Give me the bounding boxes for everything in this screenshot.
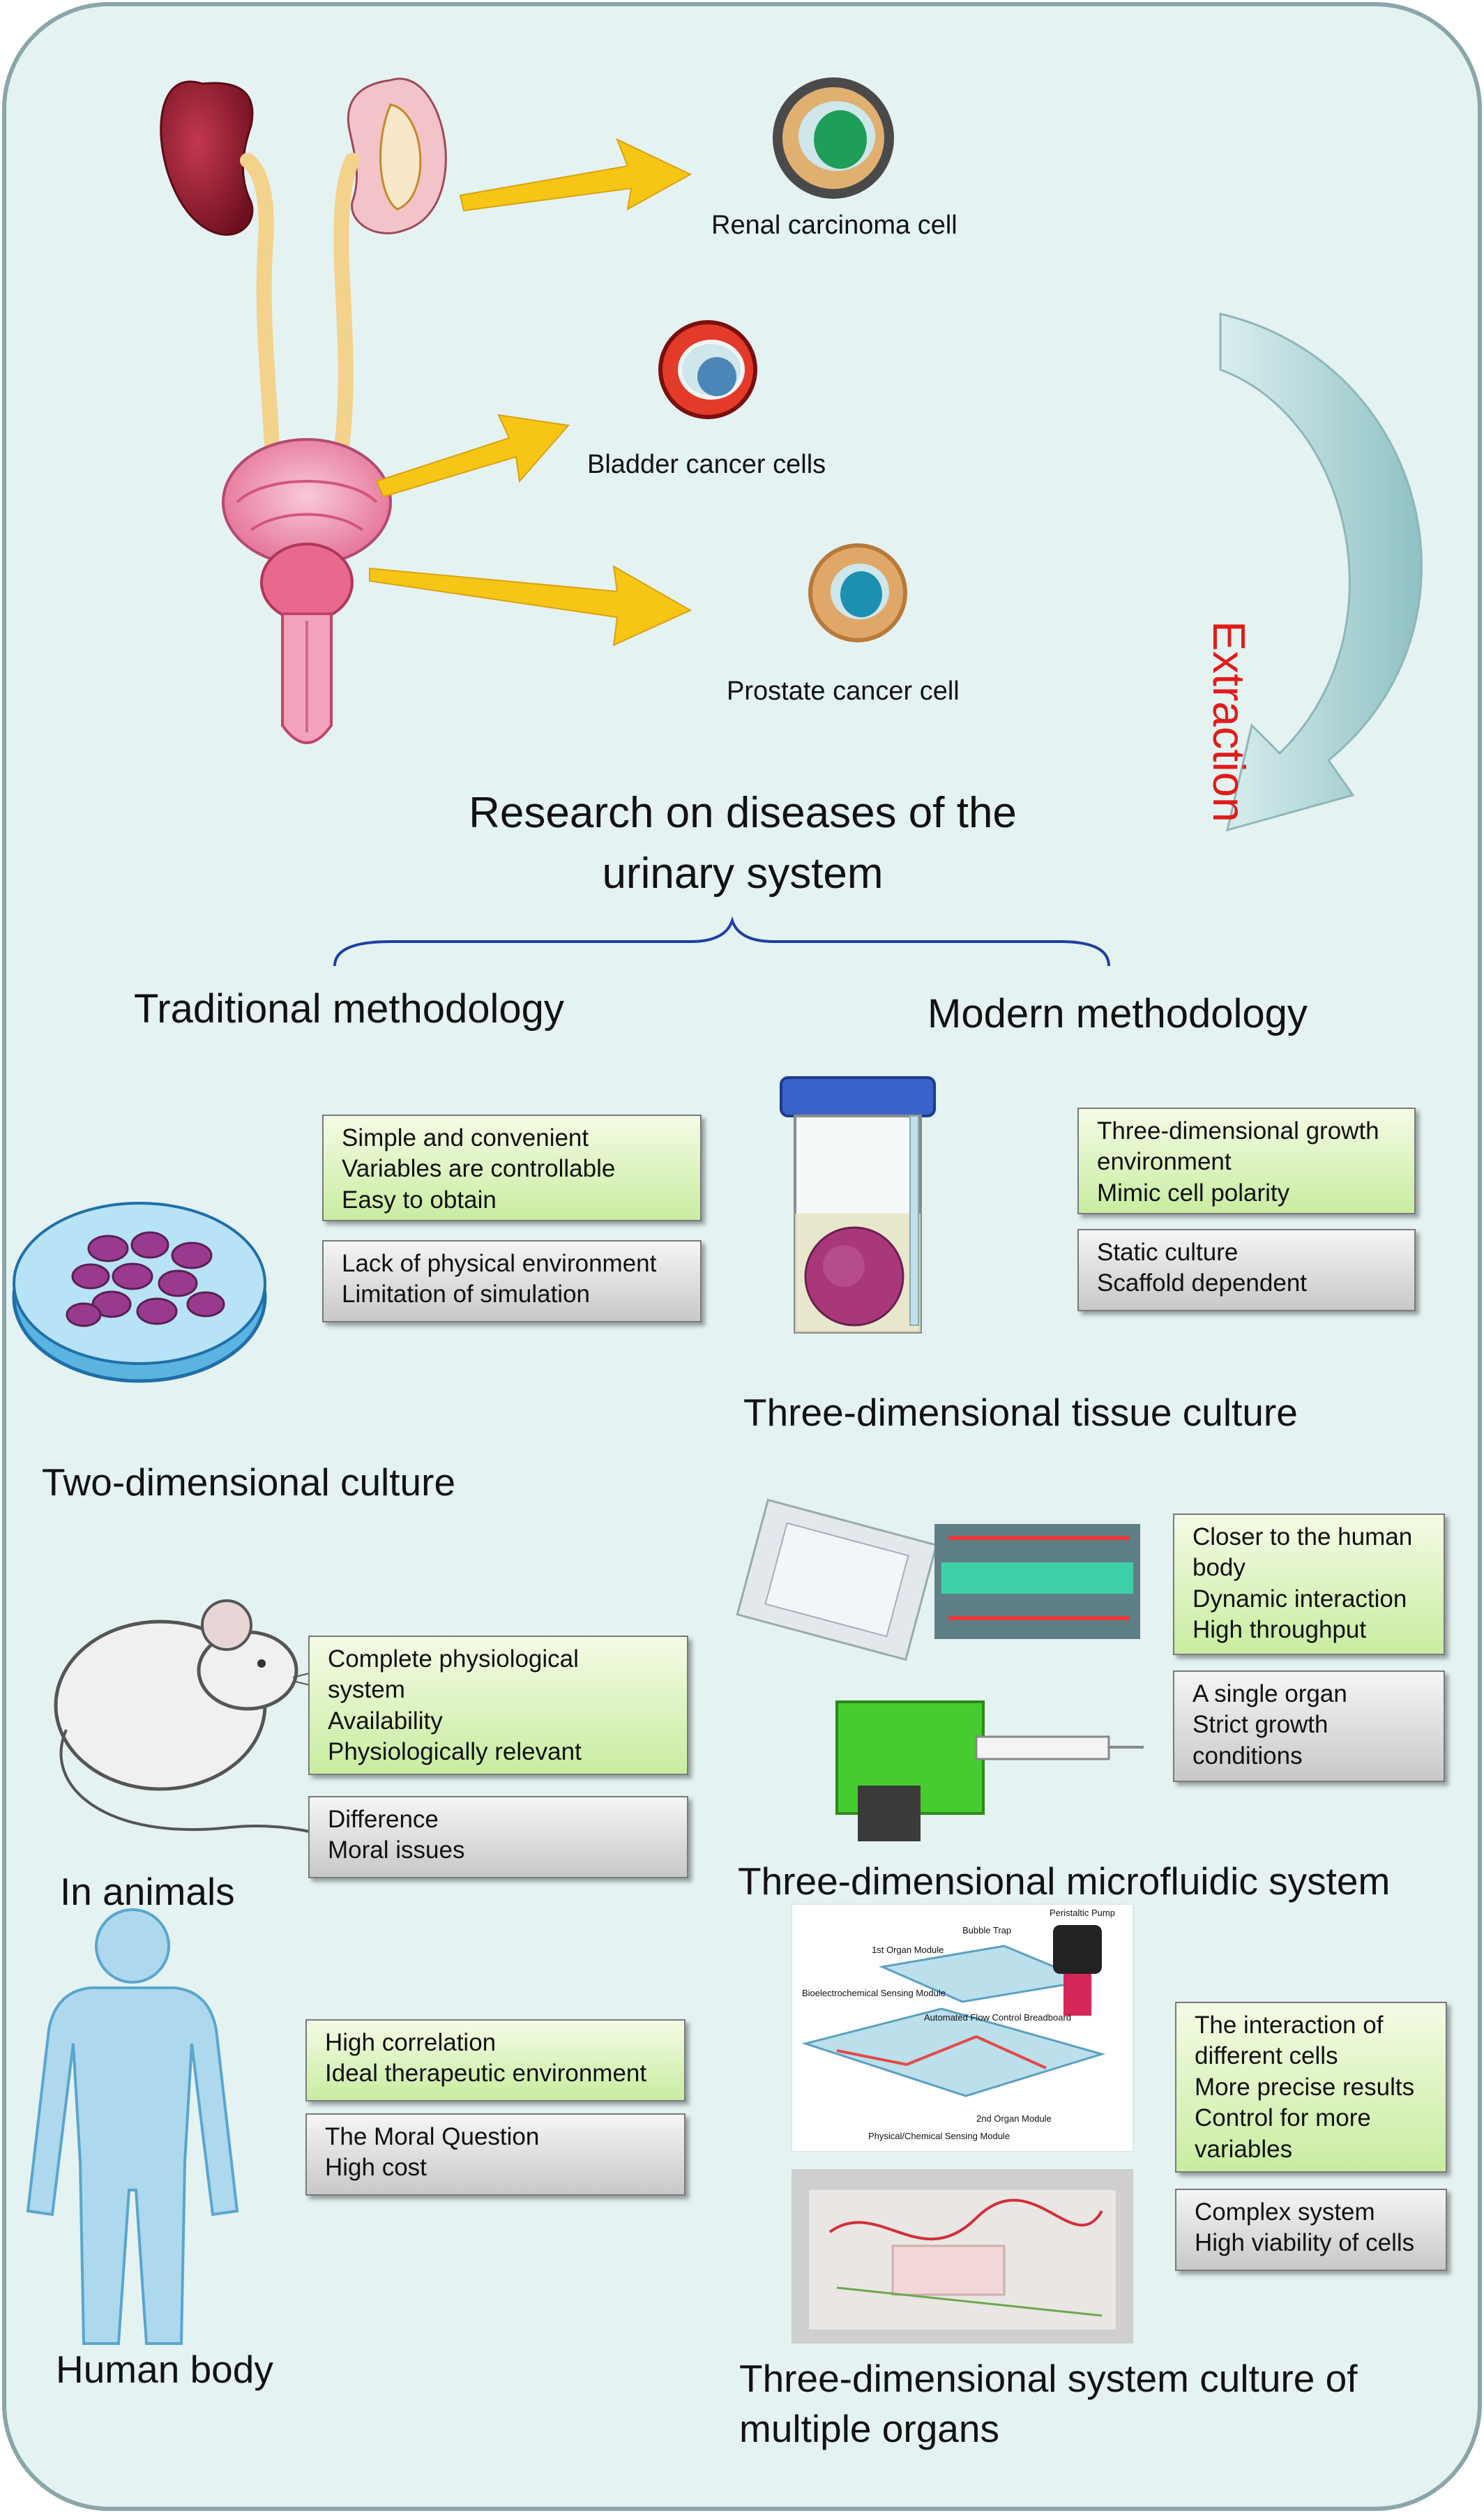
mouse-icon [54,1599,363,1850]
extraction-arrow-icon [1219,312,1423,832]
bladder-cell-label: Bladder cancer cells [587,450,826,479]
pro-item: body [1192,1554,1246,1582]
animals-cons-box: Difference Moral issues [308,1796,688,1878]
modern-heading: Modern methodology [927,991,1308,1036]
chip-label: Peristaltic Pump [1050,1908,1115,1918]
con-item: conditions [1192,1742,1303,1769]
human-cons-box: The Moral Question High cost [305,2113,686,2196]
pro-item: High throughput [1192,1616,1367,1644]
yellow-arrow-icon [369,138,692,647]
bladder-cell-icon [658,320,757,419]
tissue-cons-box: Static culture Scaffold dependent [1077,1229,1416,1311]
microfluidic-pros-box: Closer to the human body Dynamic interac… [1173,1514,1445,1655]
pro-item: The interaction of [1195,2012,1384,2039]
pro-item: Ideal therapeutic environment [325,2060,647,2088]
extraction-label: Extraction [1204,621,1255,823]
pro-item: High correlation [325,2029,497,2056]
con-item: High viability of cells [1195,2229,1415,2257]
title-line-1: Research on diseases of the [469,789,1017,837]
two-d-cons-box: Lack of physical environment Limitation … [322,1240,702,1322]
organ-chip-schematic-icon [791,1903,1134,2152]
chip-label: 1st Organ Module [872,1945,944,1955]
human-pros-box: High correlation Ideal therapeutic envir… [305,2019,686,2101]
organ-chip-photo-icon [792,2169,1133,2344]
chip-label: 2nd Organ Module [976,2113,1052,2124]
con-item: Difference [328,1806,439,1833]
animals-pros-box: Complete physiological system Availabili… [308,1636,688,1775]
culture-jar-icon [780,1076,936,1334]
page-title: Research on diseases of the urinary syst… [391,783,1095,905]
brace-icon [333,916,1110,967]
pro-item: variables [1195,2135,1293,2163]
multi-organ-pros-box: The interaction of different cells More … [1175,2002,1447,2173]
pro-item: Three-dimensional growth [1097,1117,1379,1145]
prostate-cell-label: Prostate cancer cell [727,677,960,706]
pro-item: Control for more [1195,2104,1371,2132]
con-item: Complex system [1195,2198,1375,2226]
pro-item: Complete physiological [328,1645,579,1673]
pro-item: Physiologically relevant [328,1738,582,1766]
urinary-system-icon [160,77,447,744]
con-item: Static culture [1097,1239,1239,1266]
con-item: Scaffold dependent [1097,1269,1308,1297]
petri-dish-icon [12,1202,267,1383]
con-item: Strict growth [1192,1711,1328,1739]
human-caption: Human body [56,2348,273,2391]
chip-label: Automated Flow Control Breadboard [924,2012,1072,2023]
chip-label: Physical/Chemical Sensing Module [868,2131,1010,2141]
multi-organ-caption-line-1: Three-dimensional system culture of [739,2357,1358,2400]
animals-caption: In animals [60,1870,235,1913]
pro-item: Easy to obtain [342,1186,497,1214]
syringe-pump-icon [835,1700,1144,1841]
multi-organ-caption-line-2: multiple organs [739,2406,999,2450]
con-item: Lack of physical environment [342,1250,657,1277]
pro-item: Closer to the human [1192,1523,1413,1550]
human-body-icon [26,1908,239,2345]
pro-item: More precise results [1195,2073,1415,2101]
microchannel-diagram-icon [934,1524,1140,1639]
chip-label: Bioelectrochemical Sensing Module [802,1988,946,1998]
con-item: Moral issues [328,1836,465,1864]
title-line-2: urinary system [602,849,884,898]
multi-organ-caption: Three-dimensional system culture of mult… [739,2354,1357,2454]
two-d-pros-box: Simple and convenient Variables are cont… [322,1115,702,1221]
pro-item: Variables are controllable [342,1155,616,1183]
con-item: A single organ [1192,1680,1347,1707]
renal-cell-label: Renal carcinoma cell [711,211,957,240]
pro-item: Simple and convenient [342,1124,589,1152]
renal-cell-icon [773,77,894,199]
microfluidic-chip-icon [736,1498,938,1661]
con-item: High cost [325,2154,427,2182]
pro-item: different cells [1195,2042,1338,2070]
chip-label: Bubble Trap [962,1925,1012,1935]
pro-item: Availability [328,1707,443,1735]
prostate-cell-icon [808,543,907,642]
pro-item: system [328,1676,405,1704]
con-item: The Moral Question [325,2123,540,2150]
pro-item: Mimic cell polarity [1097,1179,1290,1207]
tissue-pros-box: Three-dimensional growth environment Mim… [1077,1108,1416,1214]
microfluidic-cons-box: A single organ Strict growth conditions [1173,1670,1445,1782]
multi-organ-cons-box: Complex system High viability of cells [1175,2189,1447,2271]
tissue-caption: Three-dimensional tissue culture [743,1391,1298,1434]
pro-item: Dynamic interaction [1192,1585,1407,1613]
pro-item: environment [1097,1148,1232,1176]
con-item: Limitation of simulation [342,1281,590,1308]
two-d-caption: Two-dimensional culture [42,1461,456,1504]
microfluidic-caption: Three-dimensional microfluidic system [738,1859,1391,1903]
traditional-heading: Traditional methodology [134,986,564,1032]
